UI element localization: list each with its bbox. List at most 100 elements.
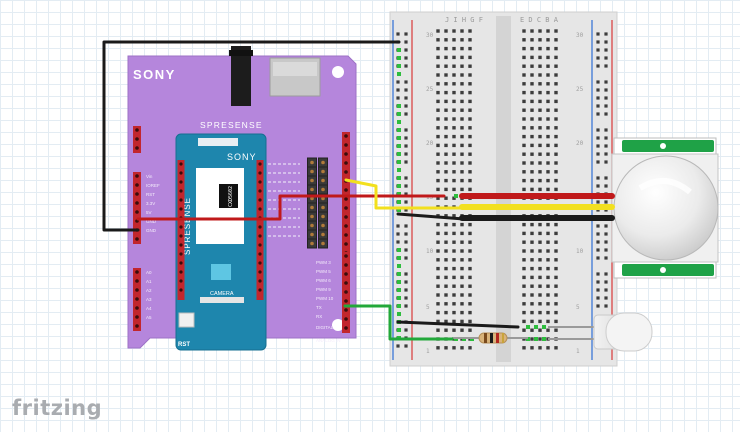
rail-hole (604, 80, 608, 84)
wire-5v-red[interactable] (136, 194, 446, 221)
header-pin (344, 317, 348, 321)
breadboard-hole (452, 214, 456, 218)
breadboard-hole (460, 46, 464, 51)
connected-hole (397, 176, 401, 180)
pin-label: GND (146, 219, 157, 224)
breadboard-hole (522, 293, 526, 297)
pin-label: PWM 10 (316, 296, 334, 301)
breadboard-hole (554, 266, 558, 271)
breadboard-hole (452, 29, 456, 33)
icsp-pin (310, 169, 314, 174)
breadboard-hole (530, 231, 534, 236)
breadboard-hole (444, 231, 448, 236)
wire-led-gnd-black[interactable] (396, 320, 520, 329)
breadboard-hole (436, 178, 440, 183)
breadboard-hole (522, 46, 526, 51)
pir-mount-hole-top (660, 143, 666, 149)
breadboard-hole (436, 126, 440, 130)
breadboard-hole (460, 231, 464, 236)
header-pin (135, 137, 139, 141)
header-pin (135, 297, 139, 301)
rail-hole (404, 32, 408, 36)
header-pin (344, 134, 348, 138)
wire-gnd-short-black[interactable] (396, 212, 466, 221)
breadboard-hole (436, 108, 440, 112)
breadboard-hole (554, 170, 558, 174)
header-pin (344, 299, 348, 303)
rail-hole (404, 128, 408, 132)
rail-hole (404, 184, 408, 188)
breadboard-hole (436, 310, 440, 315)
breadboard-hole (538, 170, 542, 174)
breadboard-hole (460, 249, 464, 253)
breadboard-hole (452, 126, 456, 130)
breadboard-hole (452, 319, 456, 324)
breadboard-hole (554, 143, 558, 148)
breadboard-hole (530, 134, 534, 139)
mount-hole-tr (332, 66, 344, 78)
header-pin (344, 215, 348, 219)
breadboard-hole (538, 55, 542, 60)
breadboard-hole (538, 293, 542, 297)
breadboard-hole (460, 275, 464, 280)
breadboard-hole (530, 293, 534, 297)
rail-hole (404, 272, 408, 276)
breadboard-hole (546, 143, 550, 148)
pin-label: A2 (146, 288, 152, 293)
breadboard-hole (538, 302, 542, 306)
rail-hole (604, 64, 608, 68)
resistor[interactable] (452, 332, 528, 344)
breadboard-hole (546, 64, 550, 68)
rail-hole (404, 208, 408, 212)
main-header-pin (179, 198, 183, 202)
breadboard-hole (554, 240, 558, 244)
pin-label: PWM 5 (316, 269, 331, 274)
rail-hole (604, 88, 608, 92)
breadboard-hole (538, 310, 542, 315)
pin-label: A3 (146, 297, 152, 302)
breadboard-hole (460, 82, 464, 86)
breadboard-hole (554, 99, 558, 104)
rst-button[interactable] (178, 312, 195, 328)
breadboard-hole (530, 143, 534, 148)
breadboard-hole (460, 143, 464, 148)
breadboard-hole (436, 222, 440, 227)
breadboard-hole (530, 284, 534, 288)
rail-hole (604, 160, 608, 164)
header-pin (344, 263, 348, 267)
breadboard-hole (460, 134, 464, 139)
breadboard-hole (530, 328, 534, 332)
led[interactable] (548, 312, 653, 352)
breadboard-hole (530, 82, 534, 86)
rail-hole (596, 256, 600, 260)
main-header-pin (258, 234, 262, 238)
header-pin (344, 206, 348, 210)
breadboard-hole (452, 258, 456, 262)
wire-gnd-black[interactable] (102, 40, 401, 232)
wire-signal-yellow[interactable] (344, 178, 464, 210)
breadboard-hole (436, 117, 440, 121)
breadboard-hole (452, 284, 456, 288)
rail-hole (604, 152, 608, 156)
main-header-pin (258, 198, 262, 202)
row-number: 25 (426, 86, 434, 93)
wire-led-green[interactable] (343, 304, 454, 341)
breadboard-hole (522, 82, 526, 86)
breadboard-hole (444, 55, 448, 60)
breadboard-hole (452, 275, 456, 280)
spresense-main-board[interactable]: SONY CXD5602 SPRESENSE CAMERA RST (175, 133, 267, 351)
breadboard-hole (538, 108, 542, 112)
connected-hole (397, 312, 401, 316)
breadboard-hole (538, 82, 542, 86)
icsp-pin (310, 241, 314, 246)
pir-sensor[interactable] (611, 137, 719, 279)
breadboard-hole (436, 187, 440, 192)
connected-hole (397, 248, 401, 252)
breadboard-hole (460, 302, 464, 306)
breadboard-hole (468, 82, 472, 86)
breadboard-hole (530, 275, 534, 280)
header-pin (135, 306, 139, 310)
header-pin (344, 326, 348, 330)
